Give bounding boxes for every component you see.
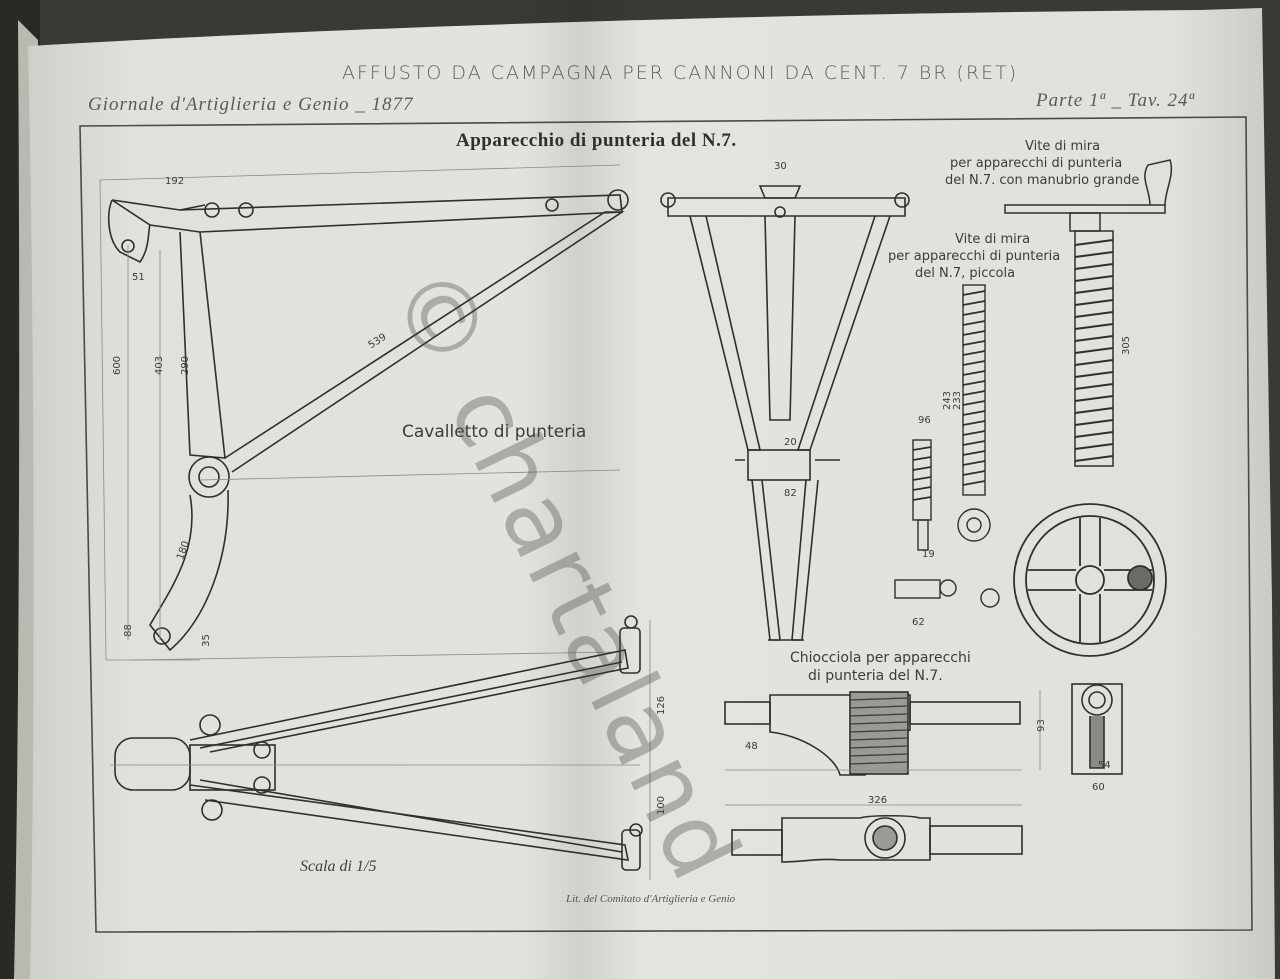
plate-main-title: AFFUSTO DA CAMPAGNA PER CANNONI DA CENT.…	[342, 62, 1019, 84]
dim-60: 60	[1092, 782, 1105, 793]
dim-305: 305	[1121, 335, 1133, 356]
label-vite-grande-2: per apparecchi di punteria	[950, 156, 1123, 171]
journal-header: Giornale d'Artiglieria e Genio _ 1877	[88, 94, 414, 115]
dim-290: 290	[180, 355, 192, 376]
dim-48: 48	[745, 741, 758, 752]
dim-30: 30	[774, 161, 787, 172]
plate-subtitle: Apparecchio di punteria del N.7.	[456, 130, 737, 151]
dim-96: 96	[918, 415, 931, 426]
dim-62: 62	[912, 617, 925, 628]
label-vite-grande-1: Vite di mira	[1025, 139, 1101, 154]
label-chiocciola-1: Chiocciola per apparecchi	[790, 650, 971, 666]
paper-sheet	[28, 8, 1275, 979]
plate-number: Parte 1ª _ Tav. 24ª	[1036, 90, 1195, 111]
vite-grande-drawing	[1004, 159, 1173, 467]
dim-51: 51	[132, 272, 145, 283]
dim-35: 35	[200, 634, 212, 647]
vite-piccola-drawing	[894, 284, 1000, 608]
label-vite-grande-3: del N.7. con manubrio grande	[945, 173, 1140, 188]
handwheel-drawing	[1013, 503, 1167, 657]
dim-403: 403	[154, 355, 166, 376]
label-chiocciola-2: di punteria del N.7.	[808, 668, 943, 684]
label-vite-piccola-2: per apparecchi di punteria	[888, 249, 1061, 264]
dim-82: 82	[784, 488, 797, 499]
dim-88: 88	[122, 624, 134, 637]
drawing-border	[79, 116, 1253, 933]
label-cavalletto: Cavalletto di punteria	[402, 422, 587, 442]
cavalletto-front-view	[660, 185, 910, 641]
chiocciola-drawing	[724, 683, 1123, 863]
dim-326: 326	[868, 795, 888, 806]
dim-19: 19	[922, 549, 935, 560]
dim-54: 54	[1098, 760, 1111, 771]
dim-192: 192	[165, 176, 185, 187]
dim-600: 600	[112, 355, 124, 376]
label-vite-piccola-3: del N.7, piccola	[915, 266, 1016, 281]
scale-label: Scala di 1/5	[300, 858, 377, 875]
cavalletto-side-view	[107, 189, 629, 652]
lithographer-credit: Lit. del Comitato d'Artiglieria e Genio	[566, 893, 736, 905]
dim-233: 233	[952, 390, 964, 411]
label-vite-piccola-1: Vite di mira	[955, 232, 1031, 247]
dim-93: 93	[1035, 719, 1047, 732]
cavalletto-plan-view	[114, 615, 643, 871]
dim-20: 20	[784, 437, 797, 448]
